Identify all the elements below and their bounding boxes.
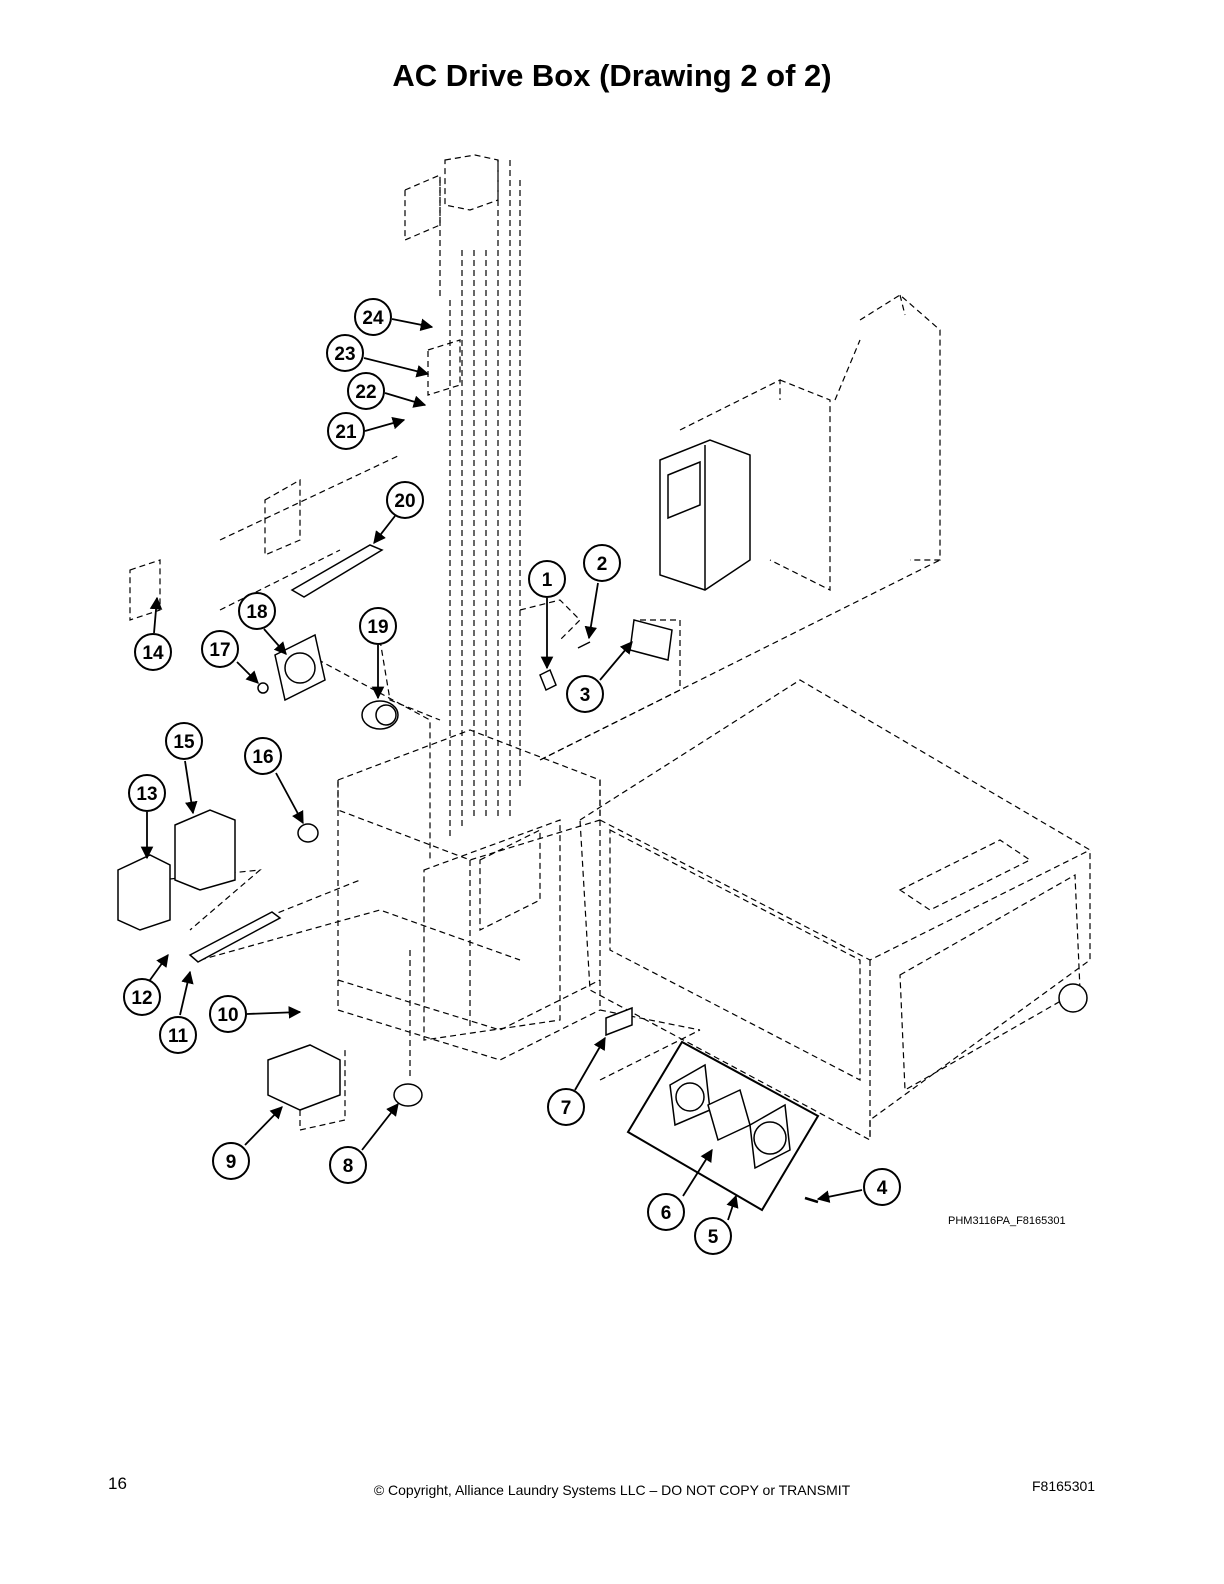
screw-part-2 — [577, 641, 591, 649]
callout-20: 20 — [386, 481, 424, 519]
callout-9: 9 — [212, 1142, 250, 1180]
svg-text:7: 7 — [561, 1098, 572, 1119]
part-outlines — [117, 439, 1088, 1212]
callout-4: 4 — [863, 1168, 901, 1206]
foot-part-8 — [393, 1083, 423, 1107]
callout-22: 22 — [347, 372, 385, 410]
svg-text:14: 14 — [142, 643, 164, 664]
plate-part-3 — [629, 619, 673, 661]
callout-7: 7 — [547, 1088, 585, 1126]
callout-10: 10 — [209, 995, 247, 1033]
svg-text:1: 1 — [542, 570, 553, 591]
module-part-13 — [117, 854, 171, 931]
svg-text:9: 9 — [226, 1152, 237, 1173]
bushing-part-19 — [361, 700, 399, 730]
callout-11: 11 — [159, 1016, 197, 1054]
callout-24: 24 — [354, 298, 392, 336]
page-title: AC Drive Box (Drawing 2 of 2) — [392, 58, 832, 93]
svg-text:18: 18 — [246, 602, 267, 623]
document-number: F8165301 — [1032, 1478, 1096, 1494]
svg-text:21: 21 — [335, 422, 357, 443]
callout-3: 3 — [566, 675, 604, 713]
callout-6: 6 — [647, 1193, 685, 1231]
svg-text:16: 16 — [252, 747, 273, 768]
bracket-part-1 — [539, 668, 557, 692]
svg-text:24: 24 — [362, 308, 384, 329]
svg-text:4: 4 — [877, 1178, 888, 1199]
svg-text:10: 10 — [217, 1005, 238, 1026]
drawing-id: PHM3116PA_F8165301 — [948, 1215, 1066, 1227]
svg-text:5: 5 — [708, 1227, 719, 1248]
svg-text:11: 11 — [168, 1026, 189, 1047]
nut-part-17 — [257, 682, 269, 694]
bushing-part-16 — [297, 823, 319, 843]
svg-text:19: 19 — [367, 617, 388, 638]
screw-part-4 — [804, 1196, 819, 1204]
assembly-lines — [129, 154, 1091, 1142]
svg-text:2: 2 — [597, 554, 608, 575]
callout-15: 15 — [165, 722, 203, 760]
label-part-7 — [605, 1006, 633, 1037]
callout-12: 12 — [123, 978, 161, 1016]
callout-5: 5 — [694, 1217, 732, 1255]
svg-text:20: 20 — [394, 491, 415, 512]
callout-14: 14 — [134, 633, 172, 671]
din-rail-part-11 — [188, 911, 282, 963]
callout-16: 16 — [244, 737, 282, 775]
callout-1: 1 — [528, 560, 566, 598]
svg-text:6: 6 — [661, 1203, 672, 1224]
callout-17: 17 — [201, 630, 239, 668]
svg-text:3: 3 — [580, 685, 591, 706]
contactor-part-15 — [174, 809, 236, 891]
callout-21: 21 — [327, 412, 365, 450]
svg-text:23: 23 — [334, 344, 355, 365]
callout-19: 19 — [359, 607, 397, 645]
callout-8: 8 — [329, 1146, 367, 1184]
filter-part-6 — [707, 1088, 751, 1142]
rail-part-20 — [290, 544, 384, 598]
svg-text:12: 12 — [131, 988, 152, 1009]
transformer-part-9 — [267, 1044, 341, 1111]
callout-18: 18 — [238, 592, 276, 630]
fan-part-18 — [274, 633, 326, 702]
fan-kit-part-5 — [626, 1040, 820, 1212]
svg-text:22: 22 — [355, 382, 376, 403]
callout-2: 2 — [583, 544, 621, 582]
svg-text:17: 17 — [209, 640, 230, 661]
svg-text:8: 8 — [343, 1156, 354, 1177]
leader-arrows — [140, 318, 863, 1221]
callout-13: 13 — [128, 774, 166, 812]
copyright-notice: © Copyright, Alliance Laundry Systems LL… — [373, 1482, 851, 1498]
callouts: 1 2 3 4 5 6 7 8 9 10 11 12 13 14 15 16 1… — [123, 298, 901, 1255]
svg-text:13: 13 — [136, 784, 157, 805]
page-number: 16 — [108, 1474, 127, 1493]
callout-23: 23 — [326, 334, 364, 372]
svg-text:15: 15 — [173, 732, 195, 753]
